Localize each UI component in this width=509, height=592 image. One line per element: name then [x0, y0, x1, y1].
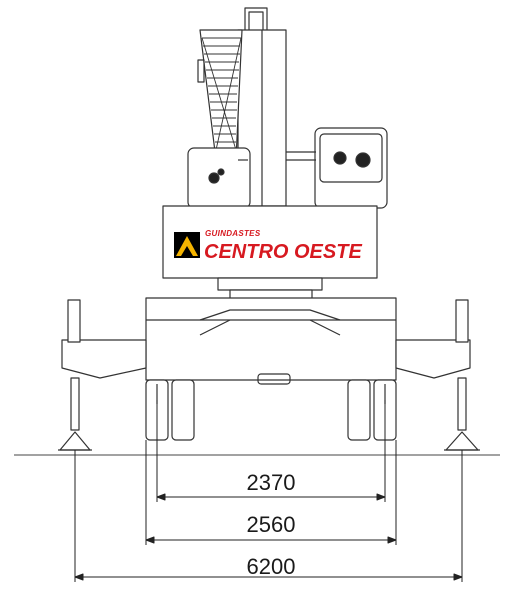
logo-mark [174, 232, 200, 258]
dimension-2370-label: 2370 [246, 470, 296, 495]
carrier-chassis [145, 297, 397, 385]
outrigger-right [444, 299, 480, 451]
operator-cab [187, 127, 388, 209]
dimension-lines [74, 400, 463, 582]
dimension-2560-label: 2560 [246, 512, 296, 537]
dimension-6200-label: 6200 [246, 554, 296, 579]
logo-title: CENTRO OESTE [204, 241, 362, 263]
turntable [217, 277, 323, 301]
wheels [145, 379, 397, 441]
outrigger-beams [61, 339, 471, 379]
outrigger-left [58, 299, 92, 451]
logo-subtitle: GUINDASTES [205, 229, 261, 238]
